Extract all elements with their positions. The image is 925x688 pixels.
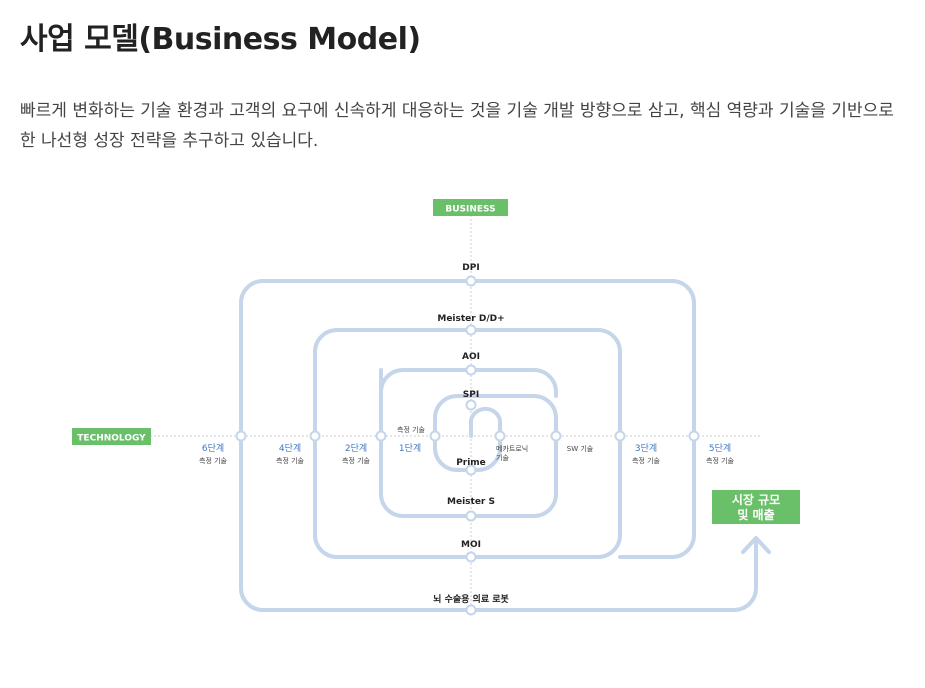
- stage2-sub: 측정 기술: [342, 456, 371, 465]
- mechatronics-line1: 메카트로닉: [496, 444, 528, 453]
- product-prime: Prime: [456, 458, 486, 468]
- business-axis-label: BUSINESS: [445, 205, 495, 215]
- product-spi: SPI: [463, 390, 479, 400]
- spiral-loop-7: [239, 434, 758, 612]
- market-size-label-line1: 시장 규모: [732, 493, 780, 507]
- node-sw: [550, 430, 562, 442]
- node-spi: [465, 399, 477, 411]
- stage6-title: 6단계: [202, 442, 224, 454]
- stage5-title: 5단계: [709, 442, 731, 454]
- market-size-box: [712, 490, 800, 524]
- inner-left-sub: 측정 기술: [397, 425, 426, 434]
- growth-arrow-icon: [741, 536, 771, 554]
- node-stage3: [614, 430, 626, 442]
- technology-axis-tag: [72, 428, 151, 445]
- product-meister-s: Meister S: [447, 497, 495, 507]
- node-stage5: [688, 430, 700, 442]
- market-size-label-line2: 및 매출: [737, 507, 774, 522]
- node-moi: [465, 551, 477, 563]
- node-dpi: [465, 275, 477, 287]
- product-robot: 뇌 수술용 의료 로봇: [433, 593, 509, 605]
- stage3-title: 3단계: [635, 442, 657, 454]
- intro-paragraph: 빠르게 변화하는 기술 환경과 고객의 요구에 신속하게 대응하는 것을 기술 …: [20, 101, 894, 151]
- technology-axis-label: TECHNOLOGY: [77, 434, 146, 444]
- stage3-sub: 측정 기술: [632, 456, 661, 465]
- node-meister-dd: [465, 324, 477, 336]
- sw-tech-label: SW 기술: [567, 444, 594, 453]
- node-meister-s: [465, 510, 477, 522]
- stage4-title: 4단계: [279, 442, 301, 454]
- spiral-loop-5: [313, 328, 622, 559]
- product-dpi: DPI: [462, 263, 479, 273]
- stage6-sub: 측정 기술: [199, 456, 228, 465]
- stage5-sub: 측정 기술: [706, 456, 735, 465]
- stage4-sub: 측정 기술: [276, 456, 305, 465]
- node-stage4: [309, 430, 321, 442]
- node-aoi: [465, 364, 477, 376]
- product-meister-dd: Meister D/D+: [437, 314, 504, 324]
- stage2-title: 2단계: [345, 442, 367, 454]
- spiral-loop-6: [239, 279, 696, 559]
- stage1-title: 1단계: [399, 442, 421, 454]
- node-stage2: [375, 430, 387, 442]
- node-mechatronics: [494, 430, 506, 442]
- page-title: 사업 모델(Business Model): [20, 22, 421, 57]
- spiral-loop-1: [433, 406, 502, 472]
- node-robot: [465, 604, 477, 616]
- node-stage6: [235, 430, 247, 442]
- product-moi: MOI: [461, 540, 481, 550]
- business-axis-tag: [433, 199, 508, 216]
- node-prime: [465, 464, 477, 476]
- product-aoi: AOI: [462, 352, 480, 362]
- node-stage1: [429, 430, 441, 442]
- mechatronics-line2: 기술: [496, 453, 509, 462]
